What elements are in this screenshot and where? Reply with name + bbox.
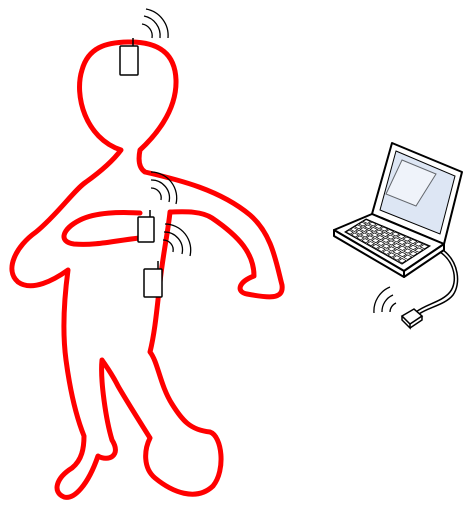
wireless-signal-icon [142, 9, 168, 38]
laptop-icon [334, 143, 462, 277]
wireless-signal-icon [374, 287, 396, 313]
body-arm-outline [64, 213, 140, 245]
sensor-node-icon [144, 261, 162, 297]
usb-dongle-icon [402, 309, 422, 328]
